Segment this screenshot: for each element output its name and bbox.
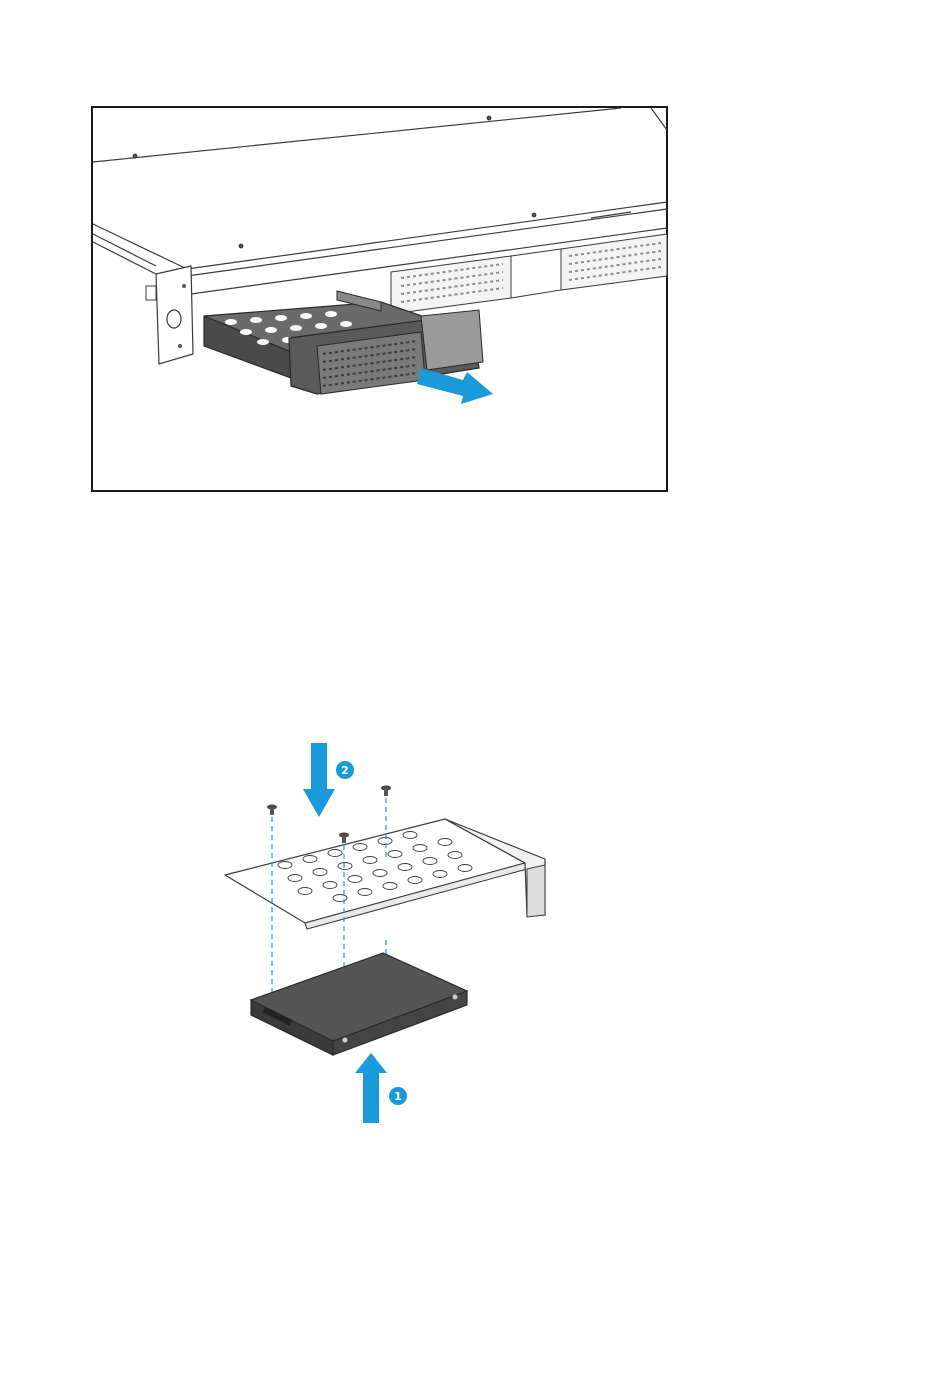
screw-left [267, 805, 277, 816]
step-1-badge: 1 [389, 1087, 407, 1105]
drive-tray-plate [225, 819, 545, 929]
step-2-badge: 2 [336, 761, 354, 779]
drive-installation-illustration: 2 [215, 735, 590, 1130]
tray-removal-drawing [91, 106, 668, 492]
hard-drive [251, 953, 467, 1055]
step-2-number: 2 [341, 764, 349, 777]
drive-installation-drawing: 2 [215, 735, 590, 1130]
step-2-arrow [303, 743, 335, 817]
step-1-arrow [355, 1053, 387, 1123]
screw-right [381, 786, 391, 797]
step-1-number: 1 [394, 1090, 402, 1103]
screw-center [339, 833, 349, 844]
tray-removal-illustration [91, 106, 668, 492]
